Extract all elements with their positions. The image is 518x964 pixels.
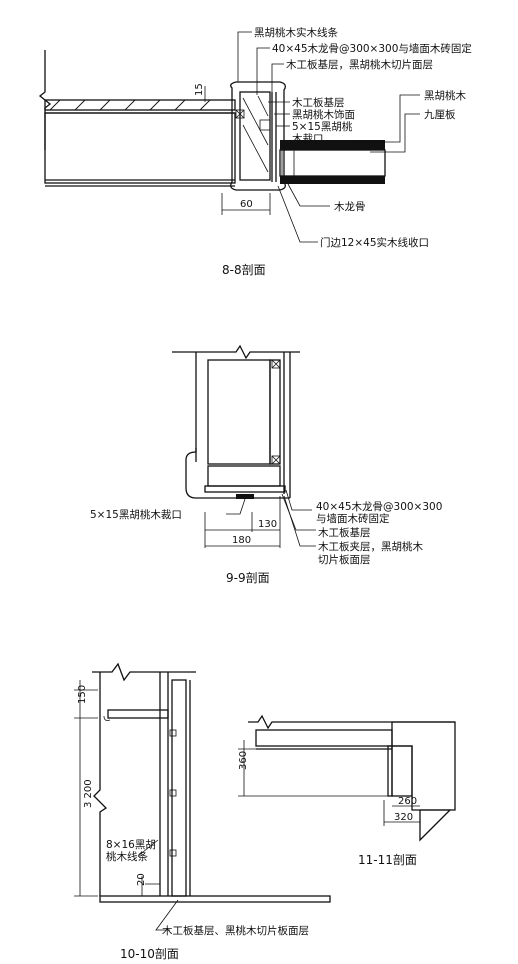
section-10-10: 150 3 200 20 8×16黑胡 桃木线条 木工板基层、黑桃木切片板面层 … (74, 662, 331, 961)
wall-panel (171, 679, 187, 897)
label-walnut-solid-strip: 黑胡桃木实木线条 (254, 26, 338, 39)
section-11-11: 360 260 320 11-11剖面 (238, 714, 456, 867)
dim-60: 60 (240, 199, 253, 210)
door-leaf-top (280, 140, 385, 150)
top-panel (44, 99, 236, 111)
label-board-base: 木工板基层 (292, 96, 345, 109)
label-keel: 40×45木龙骨@300×300与墙面木砖固定 (272, 42, 472, 55)
label-ply-1: 木工板夹层，黑胡桃木 (318, 540, 423, 553)
label-walnut: 黑胡桃木 (424, 89, 466, 102)
caption-9-9: 9-9剖面 (226, 571, 270, 585)
wall-board (44, 112, 236, 184)
label-walnut-cut-1: 5×15黑胡桃 (292, 120, 353, 133)
label-keel-2: 与墙面木砖固定 (316, 512, 390, 525)
section-9-9: 130 180 5×15黑胡桃木裁口 40×45木龙骨@300×300 与墙面木… (90, 344, 442, 585)
label-strip-1: 8×16黑胡 (106, 838, 156, 851)
ceiling-board (255, 729, 393, 747)
dim-20: 20 (136, 873, 147, 886)
dim-260: 260 (398, 796, 417, 807)
dim-180: 180 (232, 535, 251, 546)
caption-11-11: 11-11剖面 (358, 853, 417, 867)
label-walnut-finish: 黑胡桃木饰面 (292, 108, 355, 121)
label-wood-keel: 木龙骨 (334, 200, 366, 213)
section-8-8: 15 60 黑胡桃木实木线条 40×45木龙骨@300×300与墙面木砖固定 木… (38, 26, 472, 277)
label-base-veneer: 木工板基层、黑桃木切片板面层 (162, 924, 309, 937)
dim-150: 150 (77, 685, 88, 704)
wall-board (207, 359, 271, 465)
dim-3200: 3 200 (83, 779, 94, 808)
dim-130: 130 (258, 519, 277, 530)
label-walnut-cut-2: 木裁口 (292, 132, 324, 145)
label-strip-2: 桃木线条 (106, 850, 148, 863)
door-frame (230, 81, 286, 191)
dim-15: 15 (194, 83, 205, 96)
label-door-edge: 门边12×45实木线收口 (320, 236, 429, 249)
label-nine-ply: 九厘板 (424, 108, 456, 121)
floor (99, 895, 331, 903)
dim-360: 360 (238, 751, 249, 770)
label-board-base-veneer: 木工板基层，黑胡桃木切片面层 (286, 58, 433, 71)
label-keel-1: 40×45木龙骨@300×300 (316, 500, 442, 513)
caption-8-8: 8-8剖面 (222, 263, 266, 277)
label-cut: 5×15黑胡桃木裁口 (90, 508, 182, 521)
label-board-base: 木工板基层 (318, 526, 371, 539)
caption-10-10: 10-10剖面 (120, 947, 179, 961)
label-ply-2: 切片板面层 (318, 553, 371, 566)
dim-320: 320 (394, 812, 413, 823)
